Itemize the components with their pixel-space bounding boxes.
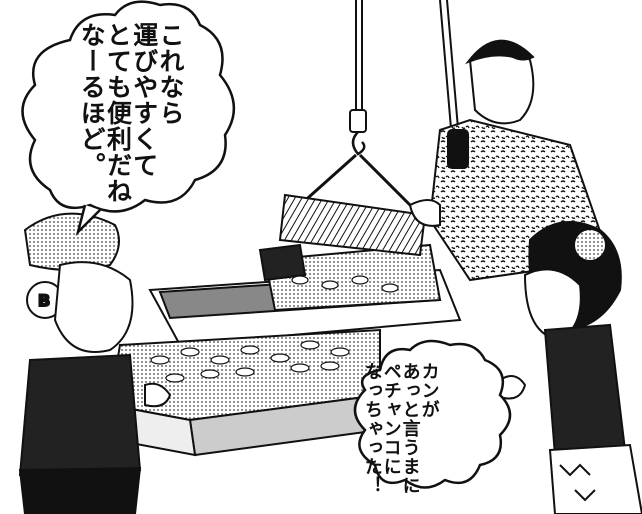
speech-bubble-bottom-right	[353, 339, 512, 489]
bubble-line: ペチャンコに	[380, 362, 402, 476]
speech-bubble-top-left	[21, 0, 236, 213]
crushed-cans	[150, 275, 399, 383]
hoist-cables	[355, 0, 460, 141]
bubble-line: とても便利だね	[103, 22, 133, 204]
bubble-line: 運びやすくて	[129, 22, 159, 178]
bubble-line: これなら	[156, 22, 185, 126]
speech-text-top-left: これなら 運びやすくて とても便利だね なーるほど。	[77, 22, 185, 212]
girl-character	[499, 221, 642, 514]
speech-text-bottom-right: カンが あっと言うまに ペチャンコに なっちゃった！	[361, 362, 440, 502]
bubble-line: なーるほど。	[77, 22, 107, 178]
bubble-line: なっちゃった！	[361, 362, 383, 495]
bubble-line: あっと言うまに	[399, 362, 421, 495]
hook	[299, 109, 417, 212]
boy-character: B	[18, 212, 172, 514]
svg-text:B: B	[38, 291, 50, 310]
bubble-line: カンが	[418, 362, 440, 419]
